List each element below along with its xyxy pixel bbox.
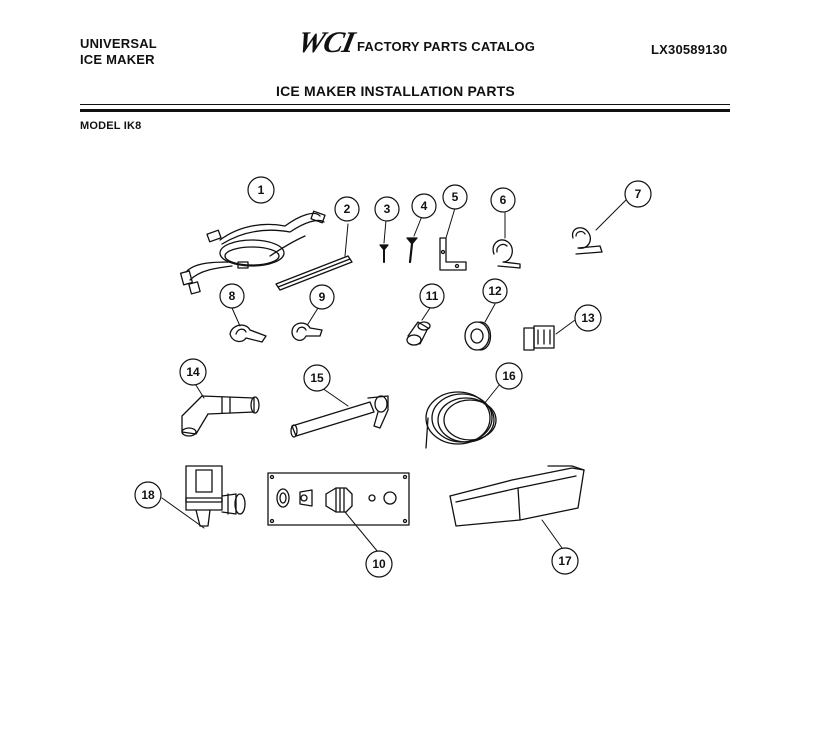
model-label: MODEL IK8 [80,120,142,132]
callout-label-2: 2 [344,202,351,216]
part-14-elbow-fitting [181,381,260,437]
callout-circle-2 [334,196,360,222]
callout-circle-14 [179,358,207,386]
part-4-screw [406,215,423,264]
callout-circle-15 [303,364,331,392]
part-9-clip [291,307,323,342]
callout-label-1: 1 [258,183,265,197]
catalog-code: LX30589130 [651,42,728,57]
part-5-bracket [439,207,467,271]
callout-label-11: 11 [426,289,439,303]
callout-circle-6 [490,187,516,213]
part-15-fill-tube [290,387,389,438]
part-10-front-panel [267,472,410,553]
product-name: UNIVERSAL ICE MAKER [80,36,157,68]
part-8-clip [229,307,267,343]
callout-label-8: 8 [229,289,236,303]
callout-circle-16 [495,362,523,390]
callout-label-18: 18 [141,488,155,502]
part-1-wiring-harness [179,210,326,295]
callout-label-4: 4 [421,199,428,213]
callout-label-12: 12 [488,284,502,298]
callout-label-17: 17 [558,554,572,568]
callout-circle-7 [624,180,652,208]
product-line-2: ICE MAKER [80,52,155,67]
callout-label-14: 14 [186,365,200,379]
part-18-water-valve [161,465,246,529]
callout-circle-12 [482,278,508,304]
callout-circle-9 [309,284,335,310]
callout-circle-10 [365,550,393,578]
callout-label-7: 7 [635,187,642,201]
page-title: ICE MAKER INSTALLATION PARTS [276,83,515,99]
header-rule-thin [80,104,730,105]
part-16-copper-coil [425,383,501,449]
callout-circle-13 [574,304,602,332]
part-13-connector [523,319,576,351]
callout-label-5: 5 [452,190,459,204]
callout-label-10: 10 [372,557,386,571]
callout-label-9: 9 [319,290,326,304]
callout-circle-8 [219,283,245,309]
part-17-ice-bin [449,465,585,549]
callout-label-13: 13 [581,311,595,325]
callout-label-15: 15 [310,371,324,385]
part-3-screw [379,219,389,263]
part-7-clamp [571,199,627,255]
header-rule-thick [80,109,730,112]
callout-circle-17 [551,547,579,575]
part-6-clamp [492,211,521,269]
callout-circle-5 [442,184,468,210]
part-2-mounting-strip [275,223,353,291]
catalog-title: FACTORY PARTS CATALOG [357,39,536,54]
callout-circle-1 [247,176,275,204]
callout-label-3: 3 [384,202,391,216]
callout-circle-4 [411,193,437,219]
part-11-nut [406,307,431,346]
part-12-washer [464,303,496,351]
callout-label-6: 6 [500,193,507,207]
product-line-1: UNIVERSAL [80,36,157,51]
callout-circle-3 [374,196,400,222]
callout-circle-18 [134,481,162,509]
callout-circle-11 [419,283,445,309]
callout-label-16: 16 [502,369,516,383]
